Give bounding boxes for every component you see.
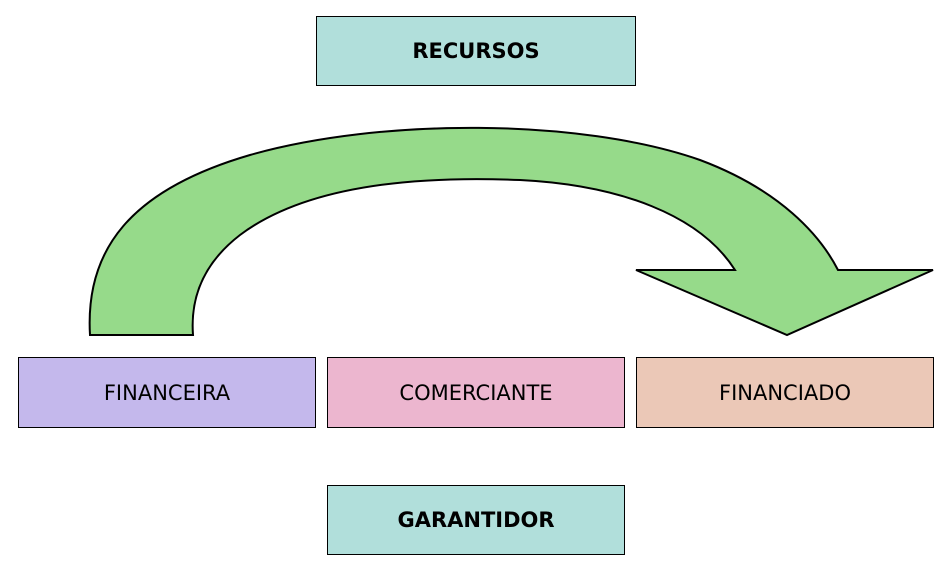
comerciante-box: COMERCIANTE <box>327 357 625 428</box>
financiado-box: FINANCIADO <box>636 357 934 428</box>
recursos-box: RECURSOS <box>316 16 636 86</box>
curved-arrow-icon <box>88 126 934 337</box>
garantidor-box: GARANTIDOR <box>327 485 625 555</box>
financeira-box: FINANCEIRA <box>18 357 316 428</box>
